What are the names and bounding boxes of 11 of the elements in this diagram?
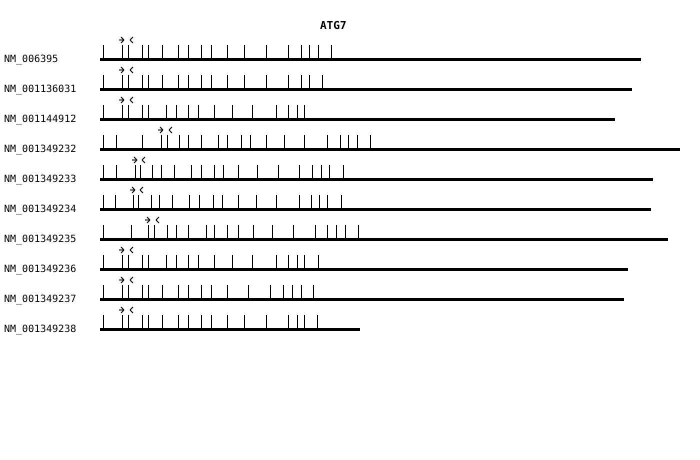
transcript-id: NM_001349236	[4, 264, 76, 276]
chart-title: ATG7	[320, 20, 346, 32]
transcript-id: NM_001349238	[4, 324, 76, 336]
transcript-id: NM_001144912	[4, 114, 76, 126]
transcript-id: NM_001349234	[4, 204, 76, 216]
transcript-id: NM_006395	[4, 54, 58, 66]
transcript-id: NM_001349233	[4, 174, 76, 186]
transcript-id: NM_001349235	[4, 234, 76, 246]
transcript-id: NM_001349232	[4, 144, 76, 156]
transcript-id: NM_001136031	[4, 84, 76, 96]
transcript-id: NM_001349237	[4, 294, 76, 306]
